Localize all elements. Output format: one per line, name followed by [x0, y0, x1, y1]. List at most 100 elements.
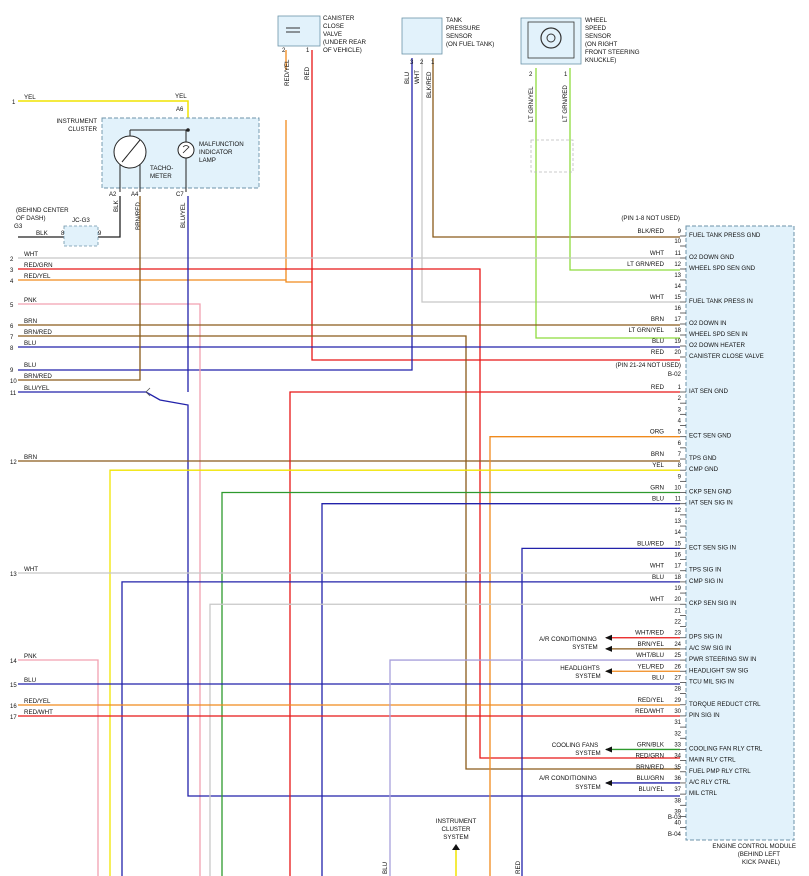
ecm-pin-function: HEADLIGHT SW SIG: [689, 667, 749, 674]
arrow-icon: [605, 645, 612, 652]
ecm-pin-function: TPS GND: [689, 455, 717, 462]
ecm-pin-number: 18: [674, 575, 681, 581]
wheel-pin-2: 2: [529, 72, 533, 78]
tank-line-1: TANK: [446, 17, 463, 24]
canister-line-2: VALVE: [323, 31, 342, 38]
ecm-pin-wire-color: BLU: [652, 338, 664, 345]
ecm-pin-function: PWR STEERING SW IN: [689, 656, 756, 663]
arrow-icon: [605, 746, 612, 753]
ecm-pin-wire-color: BRN/YEL: [638, 641, 665, 648]
ecm-pin-number: 31: [674, 720, 681, 726]
ecm-pin-function: TCU MIL SIG IN: [689, 678, 734, 685]
ecm-pin-number: 13: [674, 273, 681, 279]
wire-7-brn-red: [18, 335, 680, 770]
ecm-pin-number: 16: [674, 553, 681, 559]
wire-tank-2-wht: [421, 58, 680, 303]
left-wire-color: BLU/YEL: [24, 385, 50, 392]
wheel-line-3: SENSOR: [585, 33, 612, 40]
ecm-pin-function: CMP SIG IN: [689, 578, 723, 585]
ecm-pin-function: CANISTER CLOSE VALVE: [689, 353, 764, 360]
left-wire-labels: 12WHT3RED/GRN4RED/YEL5PNK6BRN7BRN/RED8BL…: [10, 100, 53, 721]
ecm-pin-function: COOLING FAN RLY CTRL: [689, 745, 763, 752]
left-wire-color: BLU: [24, 340, 36, 347]
ac-system-2-line-1: A/R CONDITIONING: [539, 775, 597, 782]
ecm-pin-number: 20: [674, 597, 681, 603]
wheel-sensor-inner: [527, 21, 575, 59]
cooling-fans-line-1: COOLING FANS: [552, 742, 598, 749]
ecm-pin-number: 2: [678, 396, 682, 402]
ecm-pin-number: 5: [678, 430, 682, 436]
left-wire-number: 10: [10, 379, 17, 385]
ecm-pin-number: 28: [674, 687, 681, 693]
wire-b03-11-blu: [321, 503, 680, 876]
canister-pin-2: 2: [282, 48, 286, 54]
ecm-pin-number: 20: [674, 350, 681, 356]
harness-wires: [18, 196, 680, 876]
splice-icon: [145, 387, 151, 397]
ecm-pin-number: 27: [674, 675, 681, 681]
ecm-pin-number: 10: [674, 239, 681, 245]
ecm-pin-number: 22: [674, 620, 681, 626]
ecm-pin-number: 10: [674, 486, 681, 492]
icluster-system-line-3: SYSTEM: [443, 834, 468, 841]
ecm-pin-number: 19: [674, 339, 681, 345]
left-wire-number: 4: [10, 279, 14, 285]
ecm-pin-function: O2 DOWN GND: [689, 254, 735, 261]
ecm-pin-number: 30: [674, 709, 681, 715]
ecm-pin-number: 18: [674, 328, 681, 334]
tank-pin-2: 2: [420, 60, 424, 66]
wheel-connector-outline: [530, 139, 574, 173]
left-wire-number: 16: [10, 704, 17, 710]
ecm-pin-number: 12: [674, 262, 681, 268]
arrow-icon: [605, 668, 612, 675]
wire-b03-1-red: [289, 391, 680, 876]
left-wire-number: 9: [10, 368, 14, 374]
tank-sensor-box: [401, 17, 443, 55]
ecm-pin-number: 34: [674, 754, 681, 760]
ecm-pin-number: 36: [674, 776, 681, 782]
wire-yel-top-label: YEL: [175, 93, 187, 100]
canister-pin-1: 1: [306, 48, 310, 54]
ecm-pin-number: 24: [674, 642, 681, 648]
ecm-pin-function: WHEEL SPD SEN GND: [689, 265, 756, 272]
left-wire-number: 14: [10, 659, 17, 665]
ecm-pin-wire-color: WHT: [650, 596, 664, 603]
wire-3-red-grn: [18, 268, 680, 759]
ecm-pin-wire-color: BRN/RED: [636, 764, 664, 771]
tank-pin-1: 1: [431, 60, 435, 66]
ground-label-2: OF DASH): [16, 215, 46, 222]
ecm-pin-wire-color: LT GRN/RED: [627, 261, 664, 268]
ecm-pin-function: FUEL TANK PRESS GND: [689, 232, 761, 239]
instrument-cluster: YEL YEL A6 INSTRUMENT CLUSTER TACHO- MET…: [18, 93, 260, 198]
arrow-icon: [605, 634, 612, 641]
wire-5-pnk: [18, 303, 201, 876]
top-wires: [18, 50, 680, 371]
ecm-pin-function: O2 DOWN HEATER: [689, 342, 745, 349]
ecm-pin-number: 9: [678, 229, 682, 235]
wire-wheel-2-lt-grn-yel: [535, 68, 680, 339]
label-a4: BRN/RED: [135, 202, 142, 230]
ecm-pin-wire-color: GRN/BLK: [637, 741, 665, 748]
ecm-note-pins-1-8: (PIN 1-8 NOT USED): [621, 215, 680, 222]
label-bottom-blu: BLU: [382, 862, 389, 874]
icluster-arrow-icon: [452, 844, 460, 850]
left-wire-number: 5: [10, 303, 14, 309]
wire-14-pnk: [18, 659, 99, 876]
wire-b03-10-grn: [221, 491, 680, 876]
ecm-pin-function: WHEEL SPD SEN IN: [689, 331, 748, 338]
label-c7: BLU/YEL: [180, 202, 187, 228]
canister-close-valve: CANISTER CLOSE VALVE (UNDER REAR OF VEHI…: [277, 15, 367, 54]
canister-box: [277, 15, 321, 47]
ground-label-1: (BEHIND CENTER: [16, 207, 69, 214]
label-canister-1: RED: [304, 66, 311, 80]
wheel-speed-sensor: WHEEL SPEED SENSOR (ON RIGHT FRONT STEER…: [520, 17, 640, 173]
left-wire-color: BRN: [24, 318, 37, 325]
ecm-pin-number: 25: [674, 653, 681, 659]
left-wire-number: 7: [10, 335, 14, 341]
tacho-label-1: TACHO-: [150, 165, 173, 172]
ecm-pin-number: 13: [674, 519, 681, 525]
cluster-pin-c7: C7: [176, 192, 184, 198]
left-wire-color: WHT: [24, 251, 38, 258]
jc-g3-label: JC-G3: [72, 217, 90, 224]
